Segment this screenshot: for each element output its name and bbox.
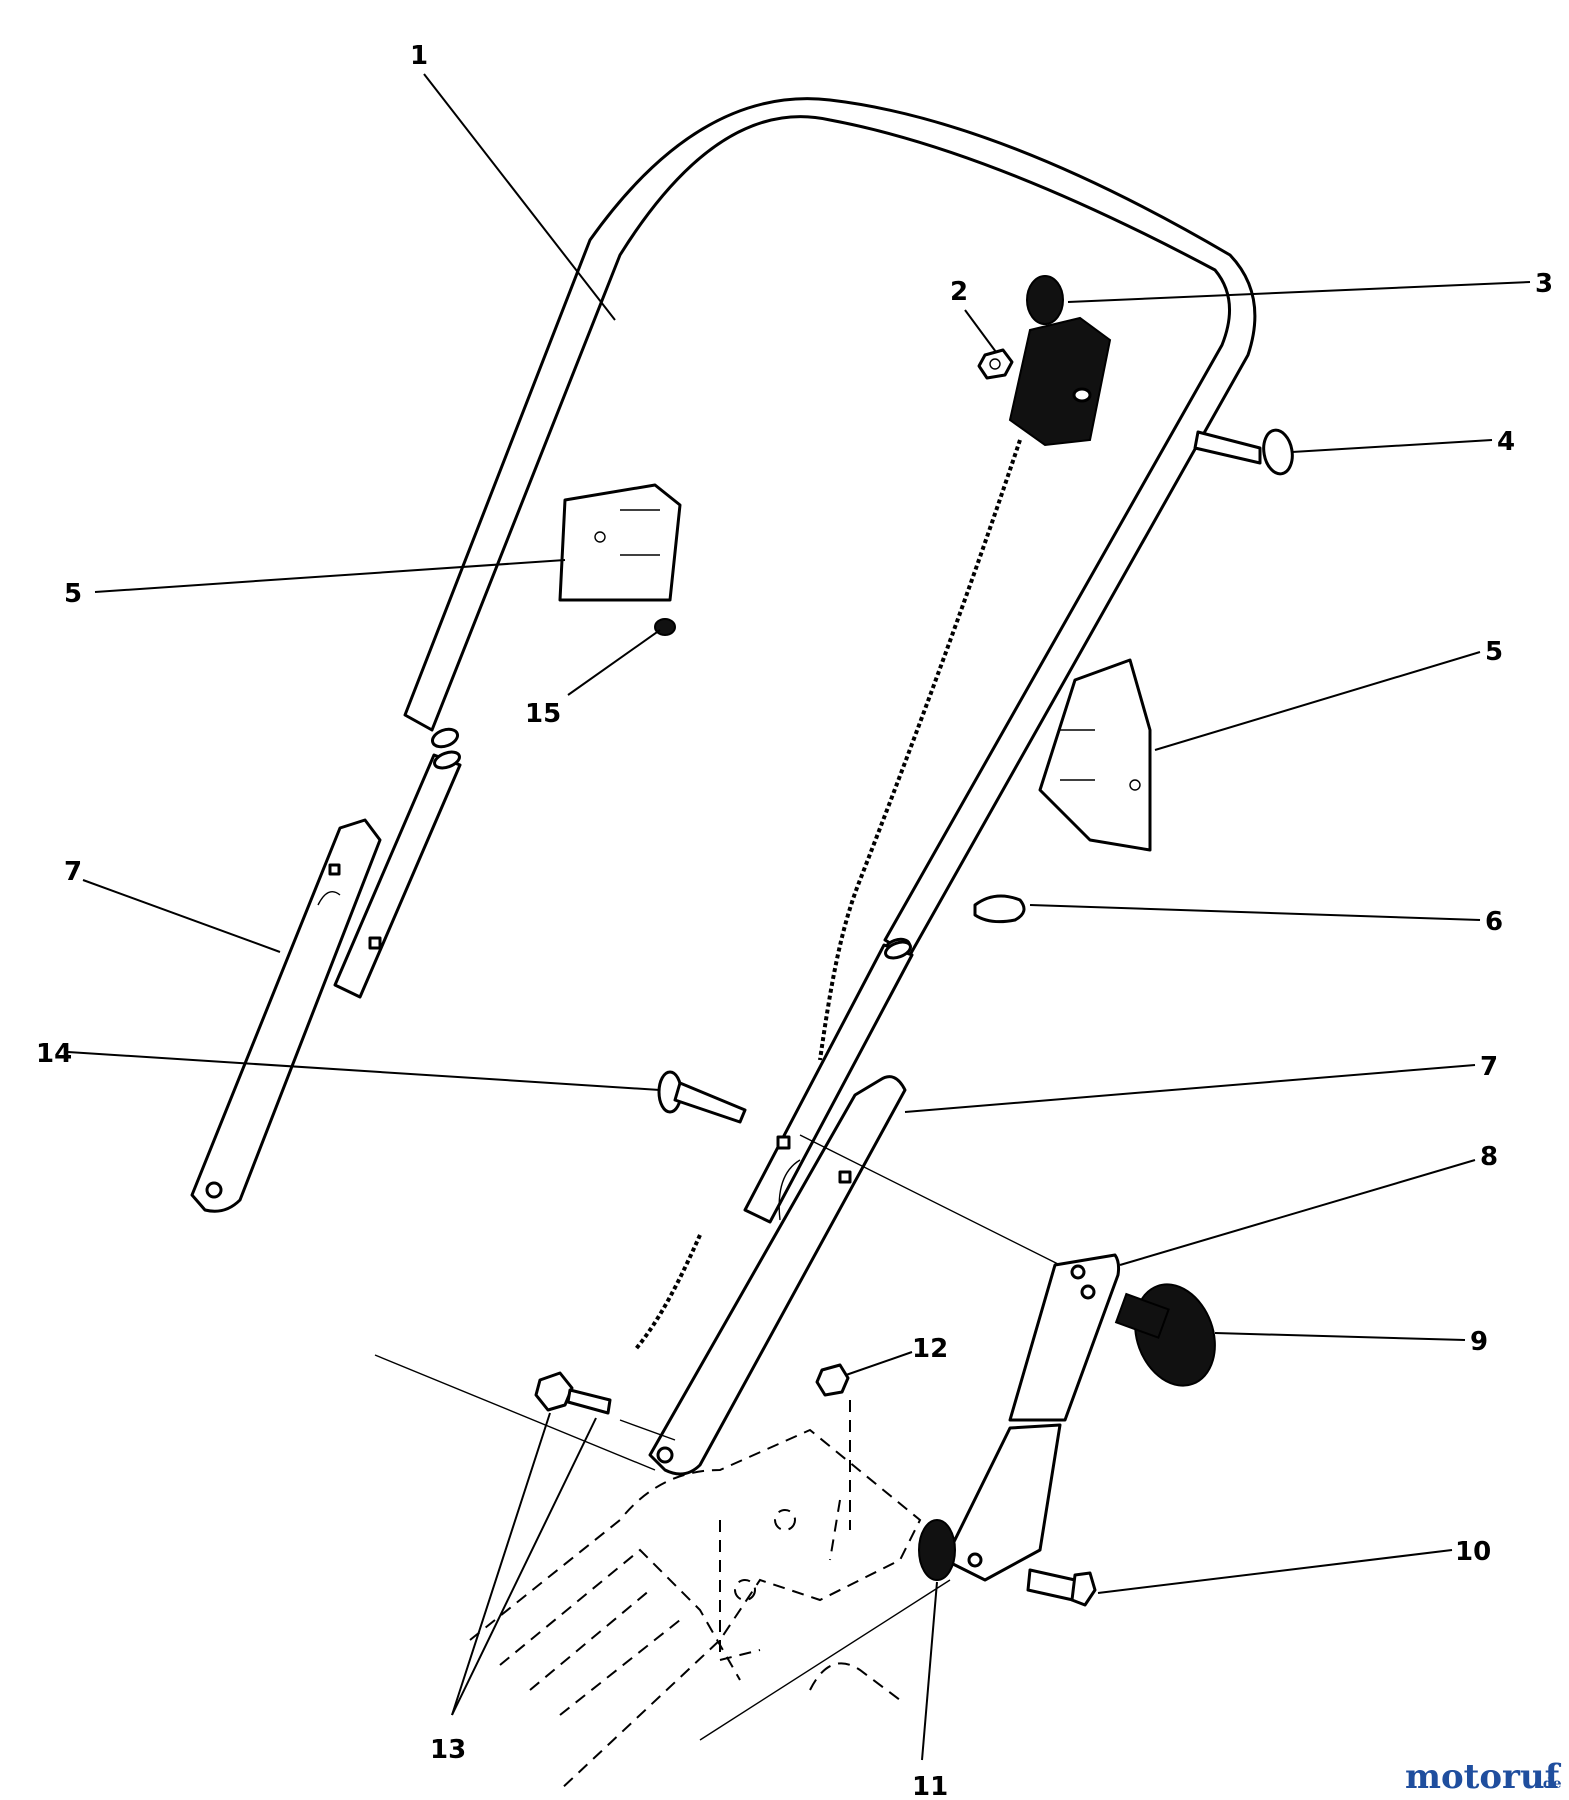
callout-1: 1	[410, 41, 428, 71]
callout-14: 14	[36, 1039, 72, 1069]
callout-5-left: 5	[64, 579, 82, 609]
bolt-part-14	[657, 1070, 747, 1124]
bolt-part-13	[534, 1371, 612, 1415]
callout-3: 3	[1535, 269, 1553, 299]
callout-labels: 1 2 3 4 5 5 6 7 7 8 9 10 11 12 13 14 15	[36, 41, 1553, 1800]
callout-7-right: 7	[1480, 1052, 1498, 1082]
mower-deck-outline	[469, 1428, 922, 1791]
callout-12: 12	[912, 1334, 948, 1364]
left-lower-handle-bracket	[190, 818, 382, 1213]
throttle-control	[633, 275, 1112, 1352]
cable-tie-part	[973, 894, 1026, 924]
assembly-centerlines	[374, 1134, 1061, 1741]
cable-guide-left	[558, 483, 682, 636]
watermark-logo: motoruf .de	[1405, 1757, 1562, 1797]
adjuster-knob-part	[1114, 1283, 1216, 1387]
left-lower-tube	[333, 750, 462, 999]
height-adjuster-plate	[943, 1253, 1121, 1582]
leader-lines	[67, 73, 1531, 1761]
watermark-suffix: .de	[1538, 1776, 1562, 1792]
nut-part	[977, 348, 1014, 380]
right-lower-tube	[743, 940, 914, 1224]
watermark-text: motoruf	[1405, 1757, 1562, 1797]
callout-7-left: 7	[64, 857, 82, 887]
callout-13: 13	[430, 1735, 466, 1765]
callout-5-right: 5	[1485, 637, 1503, 667]
callout-11: 11	[912, 1772, 948, 1800]
right-lower-handle-bracket	[648, 1075, 907, 1476]
callout-4: 4	[1497, 427, 1515, 457]
bolt-part-10	[1026, 1568, 1097, 1607]
callout-8: 8	[1480, 1142, 1498, 1172]
callout-15: 15	[525, 699, 561, 729]
washer-part	[918, 1519, 956, 1581]
callout-9: 9	[1470, 1327, 1488, 1357]
callout-2: 2	[950, 277, 968, 307]
nut-part-12	[815, 1363, 850, 1397]
cable-guide-right	[1038, 658, 1152, 852]
carriage-bolt-part	[1193, 428, 1294, 476]
callout-6: 6	[1485, 907, 1503, 937]
callout-10: 10	[1455, 1537, 1491, 1567]
